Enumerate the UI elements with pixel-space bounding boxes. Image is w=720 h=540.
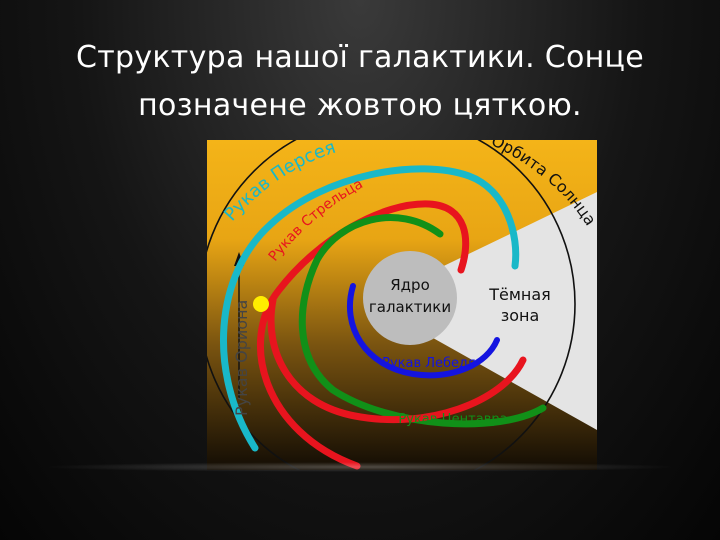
galaxy-diagram-svg: Рукав Персея Рукав Стрельца Орбита Солнц… (207, 140, 597, 470)
title-line-2: позначене жовтою цяткою. (138, 88, 582, 123)
cygnus-arm-label: Рукав Лебедя (382, 356, 476, 371)
title-line-1: Структура нашої галактики. Сонце (75, 40, 645, 75)
dark-zone-label-line-2: зона (501, 306, 540, 325)
blue-arm (346, 283, 500, 379)
red-arm-outer (256, 200, 470, 470)
galaxy-core (363, 251, 457, 345)
cyan-arm-outer (220, 165, 520, 452)
dark-zone (369, 192, 597, 430)
orion-arm-label: Рукав Ориона (232, 300, 251, 416)
floor-glow (40, 462, 680, 472)
core-label-line-2: галактики (369, 298, 451, 316)
sun-orbit (207, 140, 576, 470)
centaurus-arm-label: Рукав Центавра (398, 412, 507, 427)
core-label-line-1: Ядро (390, 276, 430, 294)
dark-zone-label-line-1: Тёмная (488, 285, 551, 304)
green-arm (298, 214, 547, 428)
slide-title: Структура нашої галактики. Сонце позначе… (20, 34, 700, 130)
red-arm-inner (267, 296, 527, 424)
galaxy-diagram: Рукав Персея Рукав Стрельца Орбита Солнц… (207, 140, 597, 470)
sun-dot (253, 296, 269, 312)
